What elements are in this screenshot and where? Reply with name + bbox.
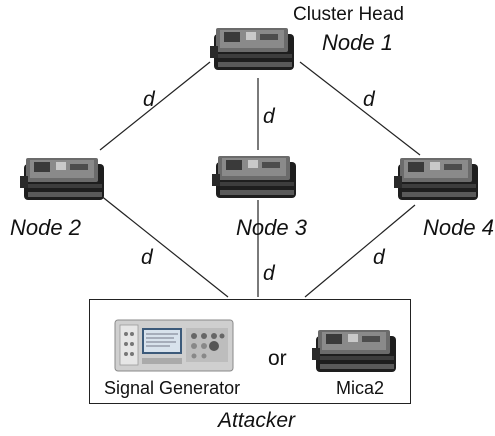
distance-label-n1-n4: d (363, 88, 375, 111)
node4-label: Node 4 (423, 215, 494, 240)
or-label: or (268, 347, 287, 370)
link-node4-attacker (304, 204, 416, 298)
attacker-title: Attacker (218, 409, 296, 432)
cluster-head-label: Cluster Head (293, 4, 404, 25)
mica2-label: Mica2 (336, 378, 385, 398)
node1-label: Node 1 (322, 30, 393, 55)
signal-generator-icon (114, 318, 234, 373)
distance-label-n1-n2: d (143, 88, 155, 111)
link-node1-node2 (99, 61, 211, 151)
mica2-sensor-icon (210, 20, 300, 78)
mica2-sensor-icon (312, 322, 402, 380)
node3-label: Node 3 (236, 215, 307, 240)
node2-label: Node 2 (10, 215, 81, 240)
link-node2-attacker (99, 194, 229, 298)
mica2-sensor-icon (212, 148, 302, 206)
distance-label-n3-attacker: d (263, 262, 275, 285)
distance-label-n2-attacker: d (141, 246, 153, 269)
link-node1-node4 (299, 61, 421, 156)
mica2-sensor-icon (20, 150, 110, 208)
distance-label-n1-n3: d (263, 105, 275, 128)
mica2-sensor-icon (394, 150, 484, 208)
distance-label-n4-attacker: d (373, 246, 385, 269)
signal-generator-label: Signal Generator (104, 378, 241, 398)
